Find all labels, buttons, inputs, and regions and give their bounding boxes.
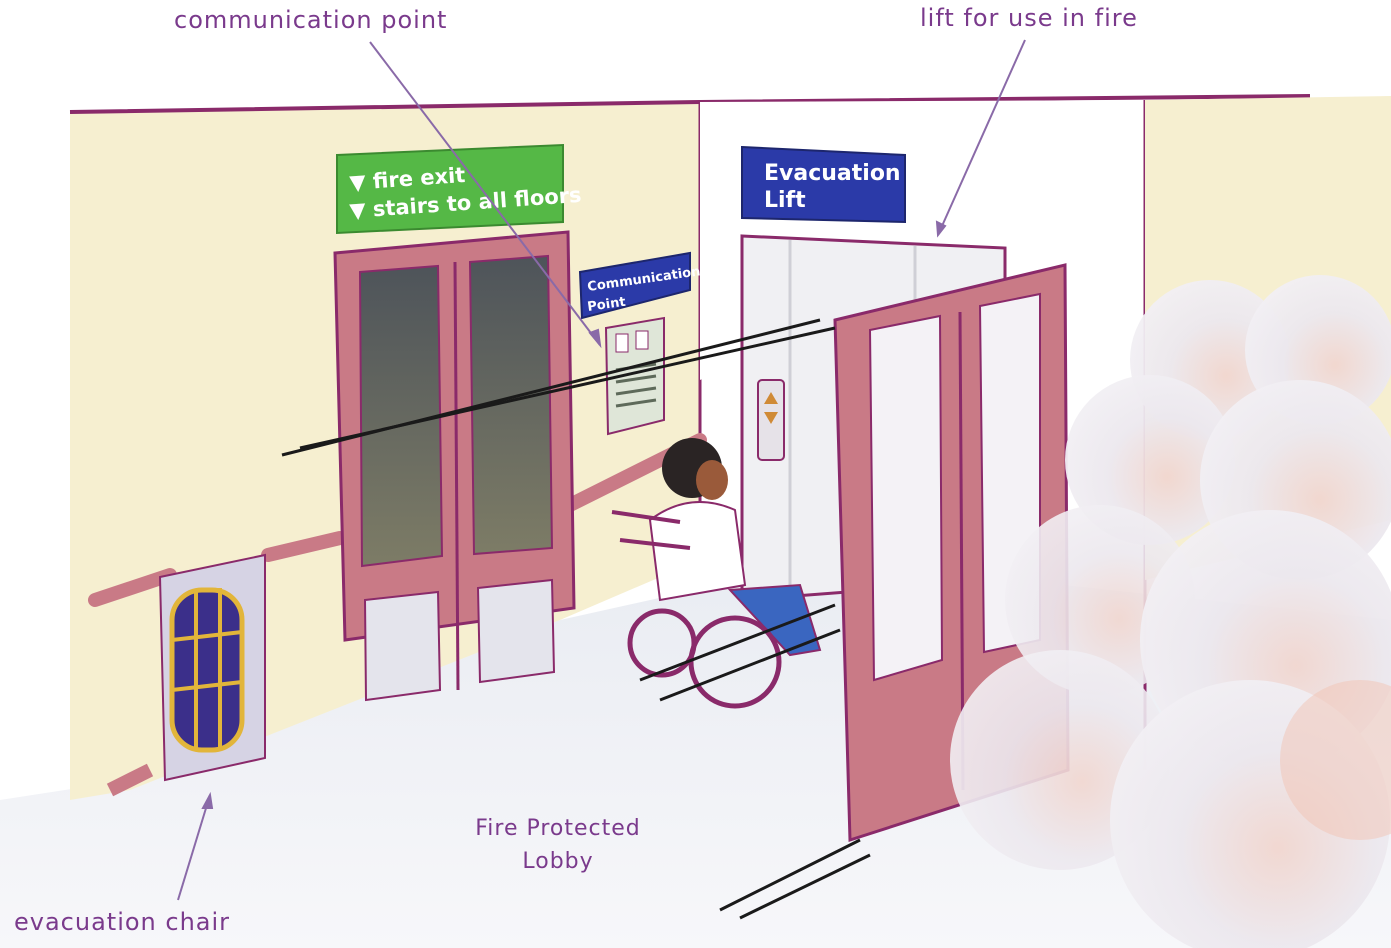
evacuation-chair-label: evacuation chair — [14, 908, 230, 936]
fire-protected-lobby-label: Fire Protected Lobby — [448, 812, 668, 878]
lift-sign-line1: Evacuation — [764, 161, 901, 186]
lift-sign-line2: Lift — [764, 188, 806, 213]
fire-exit-sign: ▼ fire exit ▼ stairs to all floors — [337, 145, 582, 233]
evacuation-chair — [160, 555, 265, 780]
communication-point-label: communication point — [174, 6, 447, 34]
lift-for-use-in-fire-label: lift for use in fire — [920, 4, 1138, 32]
evacuation-lift-sign: Evacuation Lift — [742, 147, 905, 222]
lobby-label-line1: Fire Protected — [448, 812, 668, 845]
lobby-label-line2: Lobby — [448, 845, 668, 878]
